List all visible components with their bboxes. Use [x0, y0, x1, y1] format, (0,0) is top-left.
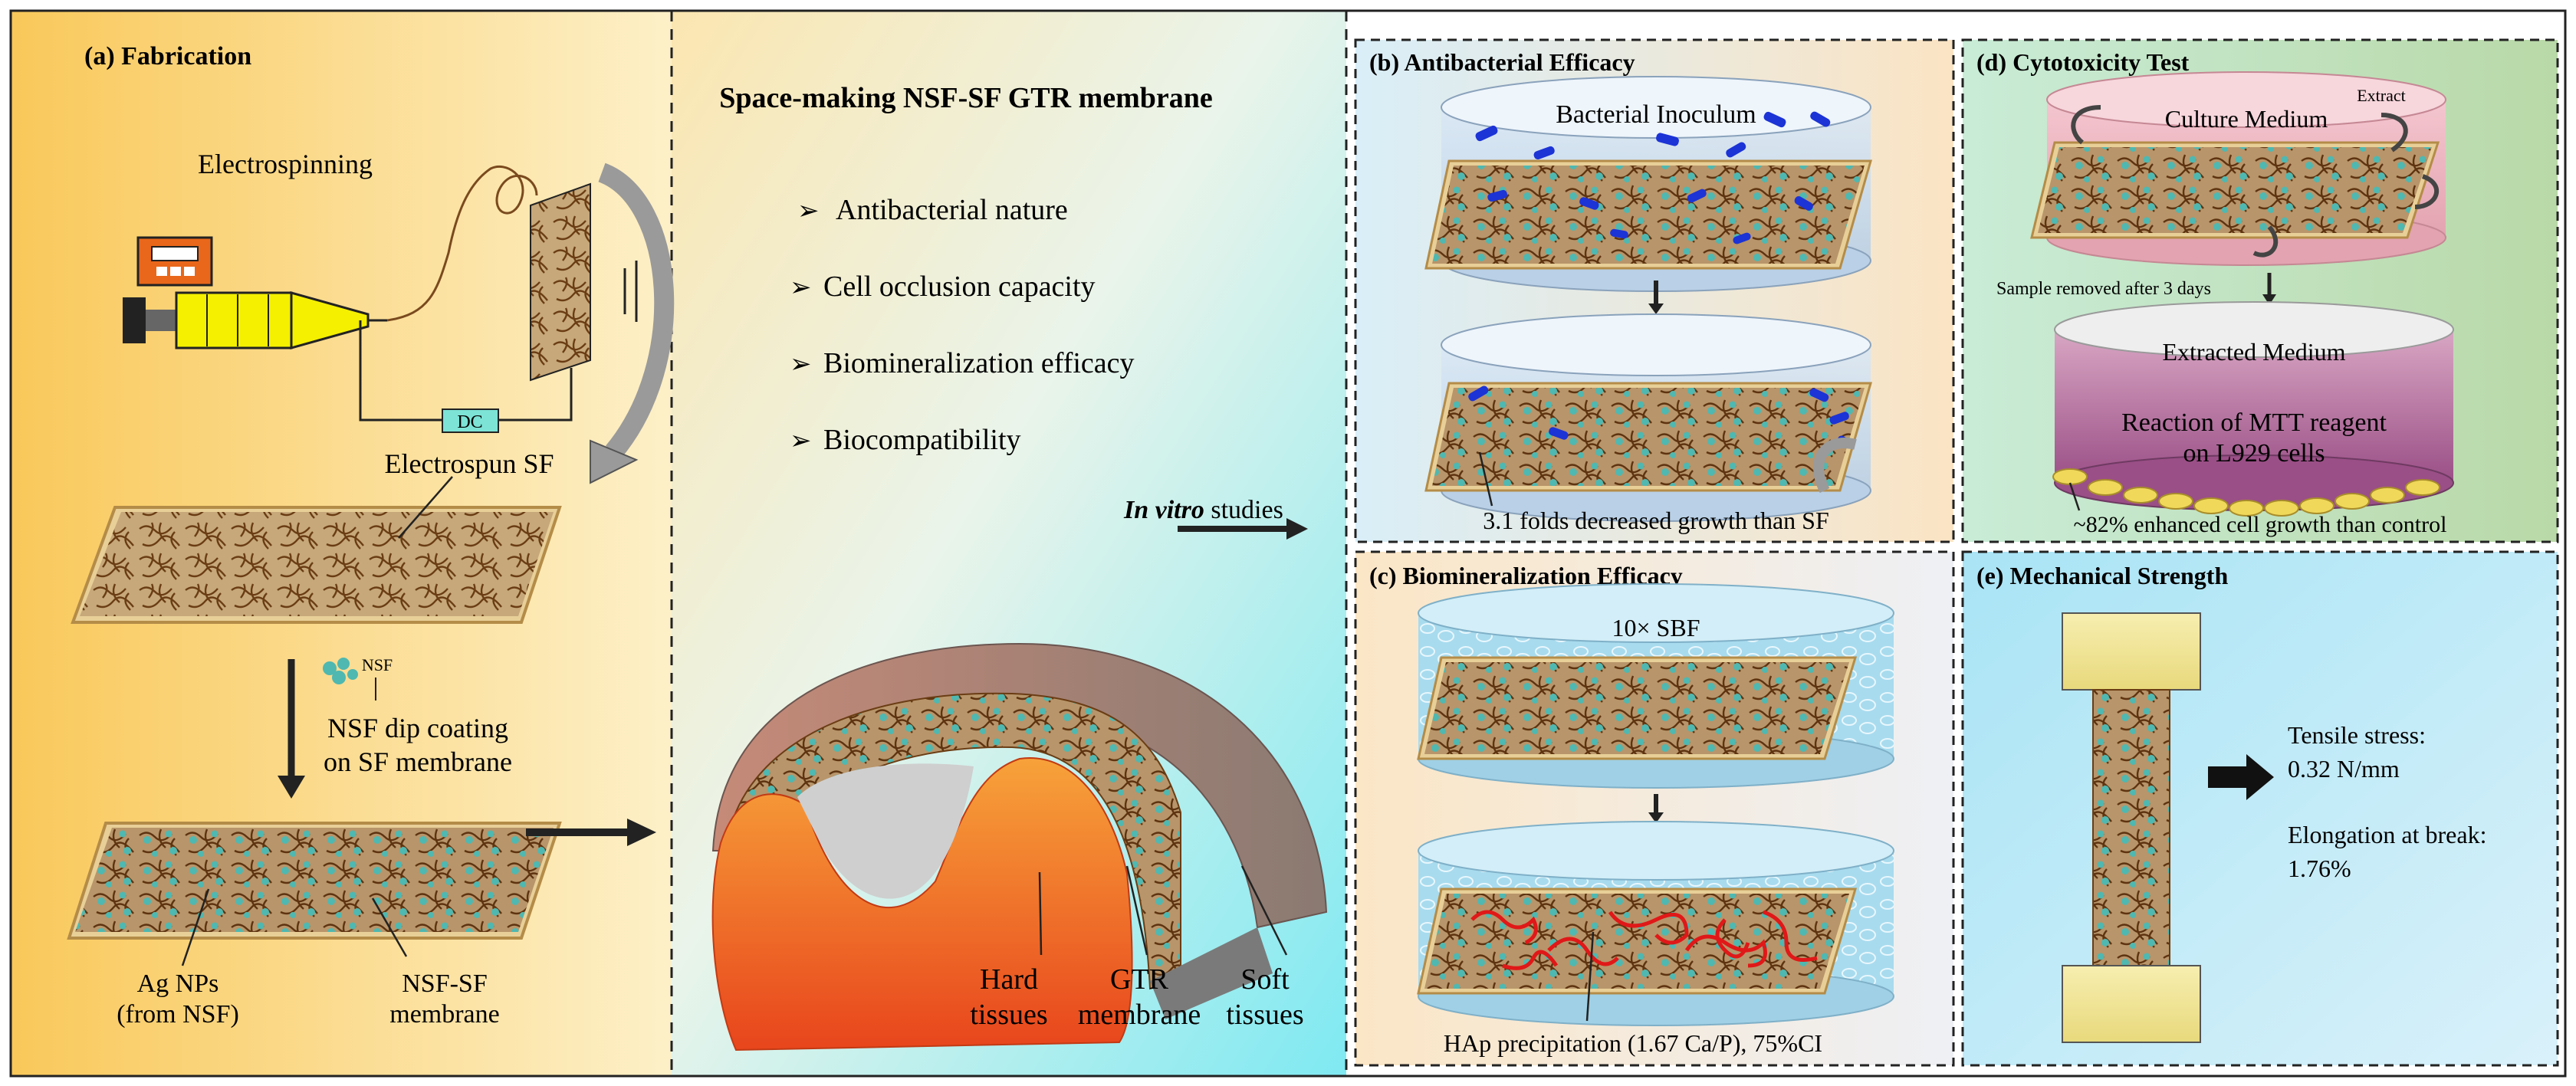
collector-plate	[530, 182, 591, 382]
petri-dish-top	[1424, 76, 1872, 292]
mtt-dish	[2052, 301, 2454, 517]
tensile-label: Tensile stress:	[2288, 721, 2426, 749]
panel-a-title: (a) Fabrication	[84, 42, 251, 71]
down-arrow-icon	[278, 776, 305, 799]
culture-medium-label: Culture Medium	[2165, 105, 2328, 133]
panel-e-bg	[1961, 550, 2559, 1067]
hard-tissues-line1: Hard	[980, 963, 1038, 996]
hard-tissues-line2: tissues	[970, 999, 1047, 1031]
bullet-glyph-2: ➢	[790, 274, 812, 302]
sample-removed-label: Sample removed after 3 days	[1996, 279, 2211, 299]
bullet-2: Cell occlusion capacity	[823, 271, 1096, 303]
bullet-glyph-4: ➢	[790, 427, 812, 455]
elongation-value: 1.76%	[2288, 855, 2351, 882]
to-middle-arrow-icon	[627, 819, 656, 846]
tensile-arrow-icon	[2208, 754, 2274, 800]
soft-tissues-line2: tissues	[1226, 999, 1303, 1031]
panel-e-title: (e) Mechanical Strength	[1976, 562, 2228, 589]
outer-frame	[9, 9, 2567, 1078]
ag-nps-line1: Ag NPs	[137, 970, 219, 998]
elongation-label: Elongation at break:	[2288, 821, 2486, 848]
bullet-glyph-3: ➢	[790, 350, 812, 379]
tensile-specimen	[2062, 612, 2201, 1043]
bullet-4: Biocompatibility	[823, 424, 1021, 456]
in-vitro-italic: In vitro	[1123, 496, 1204, 524]
electrospun-sf-label: Electrospun SF	[385, 448, 554, 479]
nsfsf-pointer	[371, 897, 408, 957]
bacterial-inoculum-label: Bacterial Inoculum	[1556, 100, 1756, 129]
curved-arrow-icon	[597, 162, 675, 459]
panel-b-title: (b) Antibacterial Efficacy	[1369, 48, 1635, 76]
syringe-icon	[123, 291, 387, 349]
bullet-1: Antibacterial nature	[836, 194, 1068, 226]
panel-c-result: HAp precipitation (1.67 Ca/P), 75%CI	[1444, 1029, 1822, 1057]
ag-nps-line2: (from NSF)	[117, 1000, 239, 1029]
panel-c-pointer	[1585, 931, 1595, 1022]
gtr-line1: GTR	[1110, 963, 1169, 996]
panel-d-title: (d) Cytotoxicity Test	[1976, 48, 2190, 76]
panel-d-result: ~82% enhanced cell growth than control	[2074, 512, 2447, 537]
polymer-jet	[386, 165, 538, 322]
nsf-sf-line2: membrane	[389, 1000, 500, 1029]
curved-arrow-head	[590, 439, 639, 484]
panel-d-down-arrow-head	[2262, 294, 2276, 305]
nsf-particles-icon	[323, 658, 358, 684]
in-vitro-label: In vitro studies	[1123, 496, 1283, 524]
dc-label: DC	[457, 412, 482, 432]
sbf-dish-top	[1417, 583, 1894, 789]
nsf-sf-membrane	[67, 822, 562, 940]
ground-icon	[623, 261, 638, 322]
bullet-3: Biomineralization efficacy	[823, 347, 1135, 379]
base-shadow	[1150, 927, 1273, 1019]
bullet-list: ➢ Antibacterial nature ➢ Cell occlusion …	[790, 194, 1135, 456]
defect-cavity	[797, 763, 974, 899]
electrospinning-label: Electrospinning	[198, 149, 373, 179]
sbf-dish-bottom	[1417, 821, 1894, 1026]
sf-membrane	[71, 506, 562, 624]
culture-dish	[2030, 71, 2446, 266]
middle-title: Space-making NSF-SF GTR membrane	[719, 82, 1213, 114]
panel-b-result: 3.1 folds decreased growth than SF	[1483, 507, 1829, 534]
extracted-medium-label: Extracted Medium	[2162, 338, 2345, 366]
panel-b-pointer	[1478, 451, 1493, 507]
ag-pointer	[181, 888, 210, 966]
nsf-label: NSF	[362, 655, 393, 674]
hard-pointer	[1038, 871, 1043, 956]
gtr-line2: membrane	[1078, 999, 1201, 1031]
dip-coating-line1: NSF dip coating	[327, 713, 508, 743]
in-vitro-rest: studies	[1204, 496, 1283, 524]
dip-coating-line2: on SF membrane	[324, 746, 512, 777]
soft-pointer	[1240, 865, 1288, 956]
hard-tissue	[711, 757, 1133, 1052]
sf-pointer	[398, 476, 453, 539]
gtr-illustration	[711, 642, 1328, 1052]
gtr-pointer	[1125, 865, 1148, 956]
nsf-sf-line1: NSF-SF	[402, 970, 488, 998]
mtt-line2: on L929 cells	[2183, 439, 2325, 468]
dc-source	[442, 408, 499, 433]
panel-d-pointer	[2068, 482, 2081, 511]
petri-dish-bottom	[1424, 313, 1872, 522]
extract-label: Extract	[2357, 86, 2406, 105]
circuit-wire	[359, 320, 573, 422]
soft-tissues-line1: Soft	[1240, 963, 1290, 996]
in-vitro-arrow-icon	[1286, 518, 1308, 540]
sbf-label: 10× SBF	[1612, 614, 1700, 641]
panel-c-down-arrow-head	[1648, 812, 1664, 823]
bullet-glyph-1: ➢	[797, 197, 820, 225]
tensile-value: 0.32 N/mm	[2288, 755, 2400, 783]
mtt-line1: Reaction of MTT reagent	[2121, 408, 2387, 437]
panel-b-down-arrow-head	[1648, 303, 1664, 314]
power-supply-icon	[136, 236, 213, 287]
